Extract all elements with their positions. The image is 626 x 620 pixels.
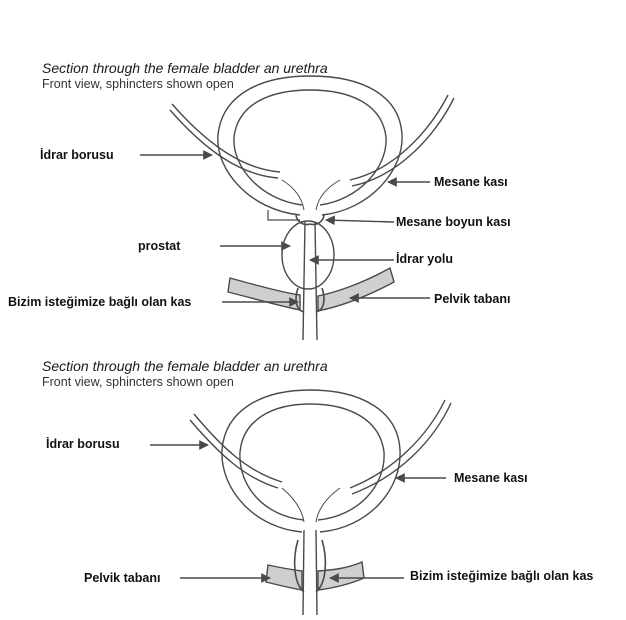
bottom-trigone <box>281 487 341 523</box>
bottom-ureter-left <box>189 419 279 489</box>
bottom-label-pelvic-floor: Pelvik tabanı <box>84 571 161 585</box>
top-arrow-bladder-neck <box>325 215 395 226</box>
bottom-sphincter <box>293 539 327 593</box>
bottom-ureter-right <box>349 399 446 489</box>
top-subtitle: Front view, sphincters shown open <box>42 77 234 91</box>
top-label-bladder-neck-muscle: Mesane boyun kası <box>396 215 511 229</box>
bottom-ureter-right-inner <box>351 402 452 495</box>
top-urethra <box>302 221 318 341</box>
top-ureter-left <box>169 109 279 179</box>
bottom-label-bladder-muscle: Mesane kası <box>454 471 528 485</box>
top-prostate <box>281 220 335 290</box>
top-label-prostate: prostat <box>138 239 181 253</box>
top-ureter-right <box>349 94 449 181</box>
top-label-pelvic-floor: Pelvik tabanı <box>434 292 511 306</box>
bottom-title: Section through the female bladder an ur… <box>42 358 328 374</box>
top-neck-bracket <box>267 210 300 221</box>
bottom-urethra <box>302 529 318 616</box>
top-bladder-inner <box>233 89 387 206</box>
top-label-ureter: İdrar borusu <box>40 148 114 162</box>
bottom-diagram <box>150 389 452 616</box>
top-trigone <box>281 179 341 211</box>
top-ureter-left-inner <box>171 103 281 173</box>
top-label-voluntary-muscle: Bizim isteğimize bağlı olan kas <box>8 295 192 309</box>
bottom-label-ureter: İdrar borusu <box>46 437 120 451</box>
top-diagram <box>140 75 455 341</box>
top-label-urethra: İdrar yolu <box>396 252 453 266</box>
top-label-bladder-muscle: Mesane kası <box>434 175 508 189</box>
bottom-label-voluntary-muscle: Bizim isteğimize bağlı olan kas <box>410 569 594 583</box>
bottom-bladder-inner <box>239 403 385 521</box>
bottom-subtitle: Front view, sphincters shown open <box>42 375 234 389</box>
top-pelvic-floor <box>227 277 301 311</box>
bottom-ureter-left-inner <box>193 413 283 483</box>
bottom-bladder-outer <box>221 389 401 533</box>
top-title: Section through the female bladder an ur… <box>42 60 328 76</box>
top-bladder-outer <box>217 75 403 216</box>
